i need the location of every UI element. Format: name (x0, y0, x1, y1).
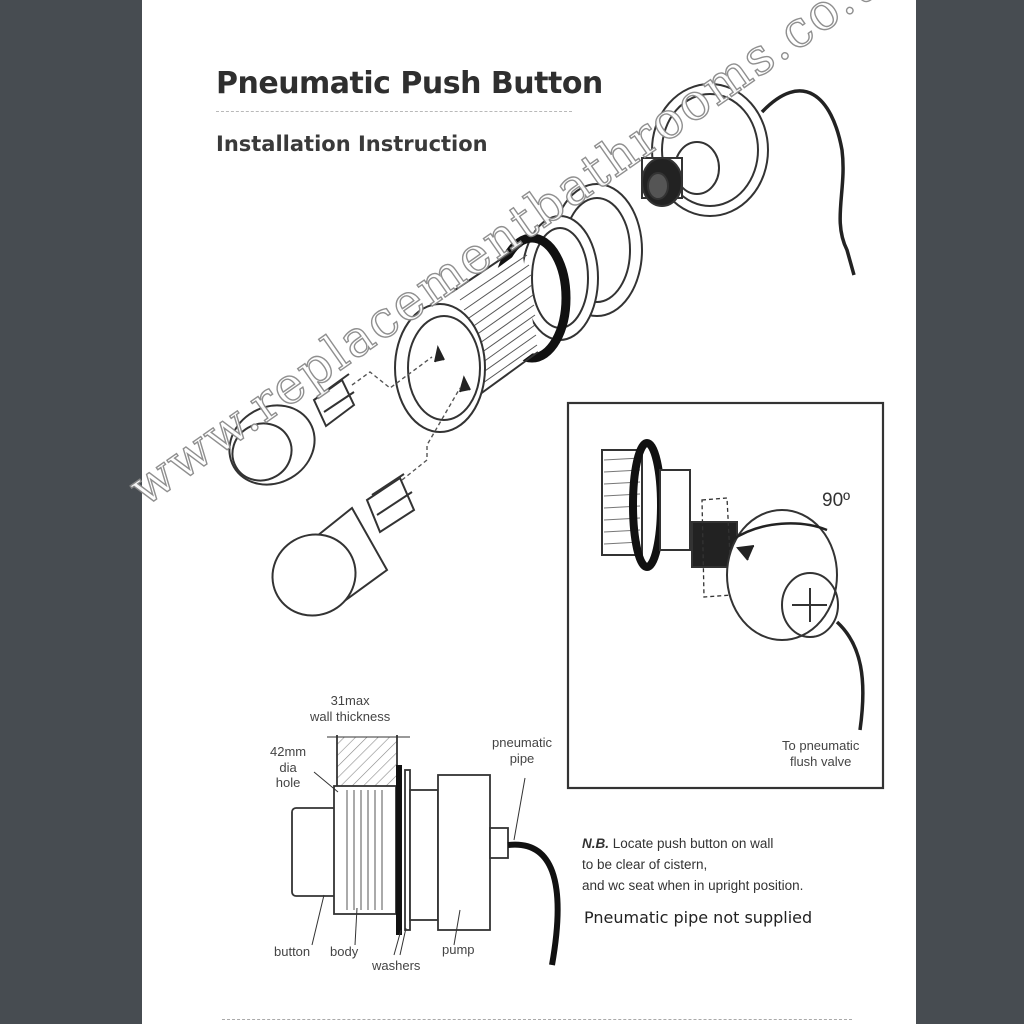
installation-drawing (228, 83, 885, 966)
inset-cable (835, 620, 865, 731)
hole-size-label: 42mm dia hole (270, 744, 307, 791)
section-button (291, 807, 338, 897)
pipe-label: pneumatic pipe (492, 735, 552, 766)
pump-part-label: pump (442, 942, 475, 957)
document-title: Pneumatic Push Button (216, 66, 603, 101)
outlet-label: To pneumatic flush valve (782, 738, 860, 769)
inset-body (601, 439, 738, 598)
pump-unit (641, 83, 769, 217)
front-flange (394, 303, 486, 433)
section-pump (437, 774, 491, 931)
rotation-angle-label: 90º (822, 490, 851, 511)
button-part-label: button (274, 944, 311, 959)
section-diagram (291, 735, 561, 966)
long-button (271, 473, 416, 617)
supply-note: Pneumatic pipe not supplied (584, 908, 813, 927)
section-body (333, 785, 397, 915)
note-prefix: N.B. (582, 836, 609, 851)
body-part-label: body (330, 944, 359, 959)
inset-detail (566, 401, 885, 790)
exploded-view (228, 83, 856, 617)
wall-thickness-label: 31max wall thickness (310, 693, 391, 724)
document-page: Pneumatic Push Button Installation Instr… (142, 0, 916, 1024)
document-subtitle: Installation Instruction (216, 132, 488, 156)
section-pipe (507, 841, 561, 966)
inset-pump (726, 509, 839, 641)
washers-part-label: washers (372, 958, 421, 973)
bottom-rule (222, 1019, 852, 1020)
short-button (228, 373, 356, 486)
note-text: Locate push button on wall to be clear o… (582, 836, 804, 893)
pump-cable (760, 89, 856, 276)
section-washer-1 (396, 765, 402, 935)
title-rule (216, 111, 572, 112)
installation-note: N.B. Locate push button on wall to be cl… (582, 834, 803, 897)
